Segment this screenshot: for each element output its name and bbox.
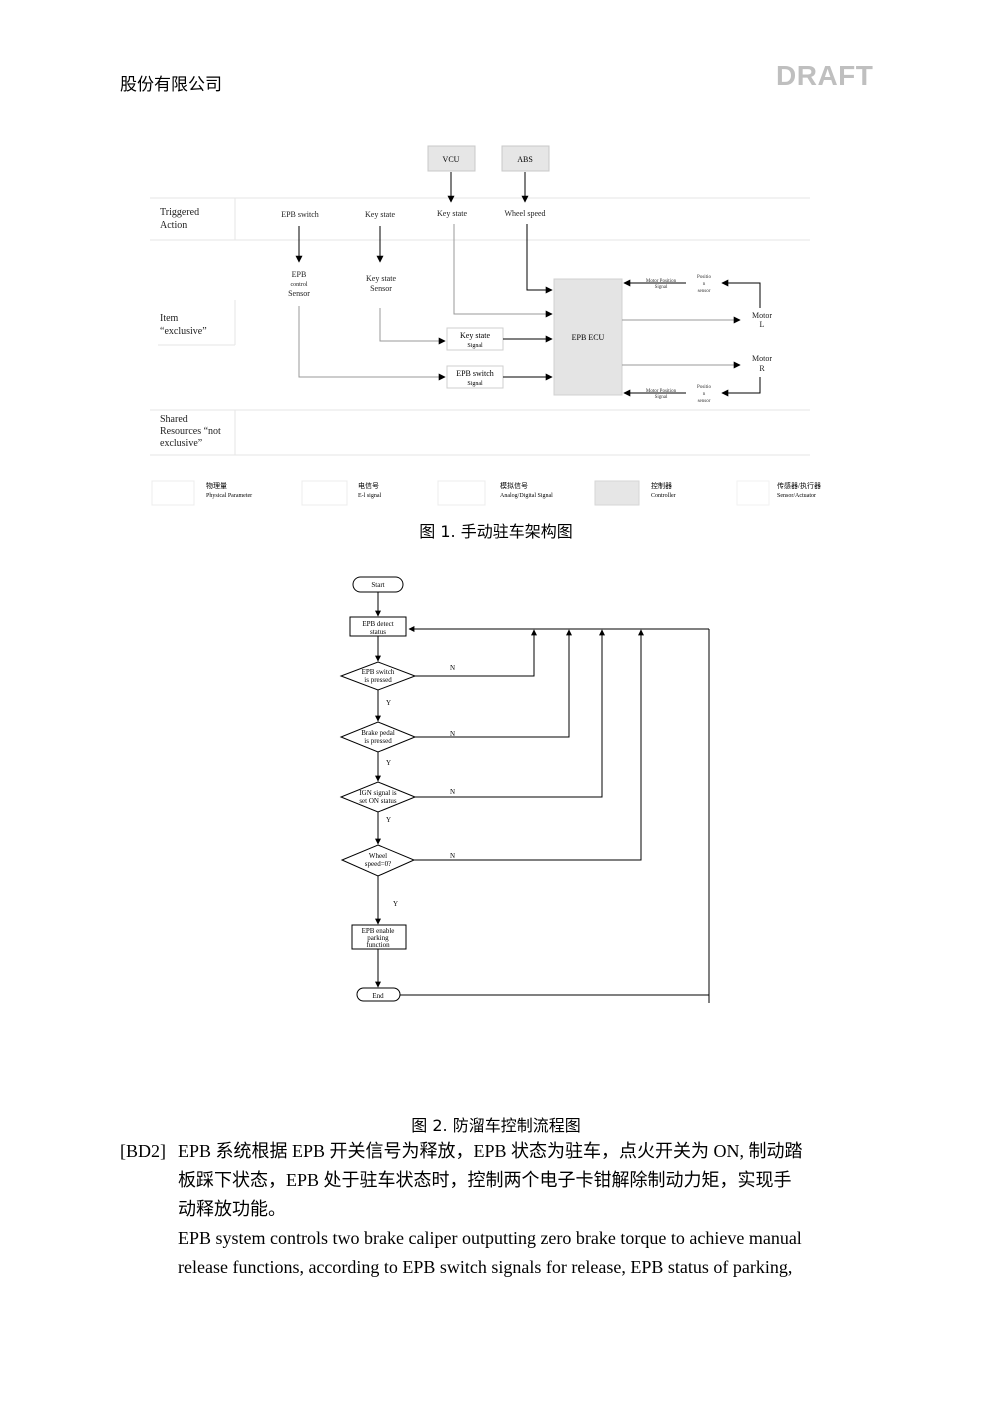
paragraph-en-line-2: release functions, according to EPB swit… bbox=[178, 1257, 793, 1277]
legend-item-1-cn: 物理量 bbox=[206, 481, 227, 490]
yes-label-2: Y bbox=[386, 759, 391, 767]
epb-signal-label-1: EPB switch bbox=[456, 369, 494, 378]
decision-1-line-2: is pressed bbox=[364, 676, 392, 684]
detect-label-2: status bbox=[370, 628, 386, 636]
bottom-feedback-signal-2: Signal bbox=[655, 395, 668, 400]
legend-item-2-en: E-l signal bbox=[358, 493, 381, 499]
row-label-shared-3: exclusive” bbox=[160, 438, 202, 449]
bottom-feedback-signal-1: Motor Position bbox=[646, 389, 677, 394]
epb-ecu-box bbox=[553, 278, 623, 396]
decision-3-line-1: IGN signal is bbox=[359, 789, 397, 797]
decision-2-line-1: Brake pedal bbox=[361, 729, 395, 737]
row-label-item-1: Item bbox=[160, 313, 179, 324]
top-sensor-3: sensor bbox=[698, 289, 711, 294]
yes-label-4: Y bbox=[393, 900, 398, 908]
bottom-sensor-3: sensor bbox=[698, 399, 711, 404]
top-sensor-1: Positio bbox=[697, 275, 711, 280]
decision-1-line-1: EPB switch bbox=[362, 668, 395, 676]
row-label-triggered-2: Action bbox=[160, 220, 187, 231]
action-label-3: function bbox=[366, 941, 390, 949]
legend-item-5-en: Sensor/Actuator bbox=[777, 493, 816, 499]
header-company: 股份有限公司 bbox=[120, 75, 222, 95]
paragraph-cn-line-2: 板踩下状态，EPB 处于驻车状态时，控制两个电子卡钳解除制动力矩，实现手 bbox=[178, 1170, 792, 1190]
legend-item-3-en: Analog/Digital Signal bbox=[500, 493, 553, 499]
legend-item-4-cn: 控制器 bbox=[651, 481, 672, 490]
top-feedback-signal-1: Motor Position bbox=[646, 279, 677, 284]
legend-item-2-cn: 电信号 bbox=[358, 481, 379, 490]
action-box bbox=[351, 924, 407, 950]
motor-right-label-2: R bbox=[759, 364, 765, 373]
vcu-label: VCU bbox=[443, 155, 460, 164]
paragraph-cn-line-3: 动释放功能。 bbox=[178, 1199, 286, 1219]
paragraph-cn-line-1: EPB 系统根据 EPB 开关信号为释放，EPB 状态为驻车，点火开关为 ON,… bbox=[178, 1141, 803, 1161]
legend: 物理量 Physical Parameter 电信号 E-l signal 模拟… bbox=[151, 480, 821, 506]
no-label-4: N bbox=[450, 852, 455, 860]
yes-label-1: Y bbox=[386, 699, 391, 707]
decision-2-line-2: is pressed bbox=[364, 737, 392, 745]
motor-left-label-2: L bbox=[760, 320, 765, 329]
decision-4-line-1: Wheel bbox=[369, 852, 387, 860]
epb-sensor-label-3: Sensor bbox=[288, 289, 310, 298]
gray-connectors bbox=[298, 224, 741, 381]
action-label-2: parking bbox=[367, 934, 389, 942]
figure2-caption: 图 2. 防溜车控制流程图 bbox=[411, 1116, 581, 1135]
legend-item-3-cn: 模拟信号 bbox=[500, 481, 528, 490]
decision-3-line-2: set ON status bbox=[359, 797, 397, 805]
paragraph-en-line-1: EPB system controls two brake caliper ou… bbox=[178, 1228, 802, 1248]
trigger-wheel-speed: Wheel speed bbox=[504, 209, 545, 218]
key-signal-label-2: Signal bbox=[467, 343, 483, 349]
start-label: Start bbox=[371, 581, 384, 589]
row-label-shared-1: Shared bbox=[160, 414, 188, 425]
top-feedback-signal-2: Signal bbox=[655, 285, 668, 290]
key-signal-label-1: Key state bbox=[460, 331, 490, 340]
figure1-caption: 图 1. 手动驻车架构图 bbox=[419, 522, 573, 541]
yes-label-3: Y bbox=[386, 816, 391, 824]
flowchart-diagram: Start EPB detect status EPB switch is pr… bbox=[339, 576, 710, 1003]
bottom-sensor-2: n bbox=[703, 392, 706, 397]
legend-item-5-cn: 传感器/执行器 bbox=[777, 481, 821, 490]
legend-item-4-en: Controller bbox=[651, 493, 676, 499]
abs-box bbox=[501, 145, 550, 172]
epb-ecu-label: EPB ECU bbox=[572, 333, 605, 342]
trigger-key-state-vcu: Key state bbox=[437, 209, 467, 218]
action-label-1: EPB enable bbox=[362, 927, 395, 935]
no-label-3: N bbox=[450, 788, 455, 796]
decision-4-line-2: speed=0? bbox=[365, 860, 392, 868]
paragraph-bd2: [BD2] EPB 系统根据 EPB 开关信号为释放，EPB 状态为驻车，点火开… bbox=[120, 1137, 880, 1282]
trigger-epb-switch: EPB switch bbox=[281, 210, 319, 219]
architecture-diagram: Triggered Action Item “exclusive” Shared… bbox=[150, 145, 821, 506]
top-sensor-2: n bbox=[703, 282, 706, 287]
motor-left-label-1: Motor bbox=[752, 311, 772, 320]
paragraph-tag: [BD2] bbox=[120, 1141, 166, 1161]
row-label-triggered-1: Triggered bbox=[160, 207, 199, 218]
no-label-1: N bbox=[450, 664, 455, 672]
row-separators bbox=[150, 197, 810, 456]
legend-item-1-en: Physical Parameter bbox=[206, 493, 252, 499]
detect-label-1: EPB detect bbox=[362, 620, 393, 628]
motor-right-label-1: Motor bbox=[752, 354, 772, 363]
end-label: End bbox=[372, 992, 384, 1000]
epb-sensor-label-1: EPB bbox=[292, 270, 307, 279]
abs-label: ABS bbox=[517, 155, 533, 164]
trigger-key-state: Key state bbox=[365, 210, 395, 219]
vcu-box bbox=[427, 145, 476, 172]
draft-watermark: DRAFT bbox=[776, 60, 874, 91]
row-label-item-2: “exclusive” bbox=[160, 326, 207, 337]
no-label-2: N bbox=[450, 730, 455, 738]
flow-connectors bbox=[375, 592, 710, 1003]
key-sensor-label-1: Key state bbox=[366, 274, 396, 283]
row-label-shared-2: Resources “not bbox=[160, 426, 221, 437]
black-connectors bbox=[295, 172, 761, 397]
epb-signal-label-2: Signal bbox=[467, 381, 483, 387]
bottom-sensor-1: Positio bbox=[697, 385, 711, 390]
key-sensor-label-2: Sensor bbox=[370, 284, 392, 293]
epb-sensor-label-2: control bbox=[291, 282, 308, 288]
